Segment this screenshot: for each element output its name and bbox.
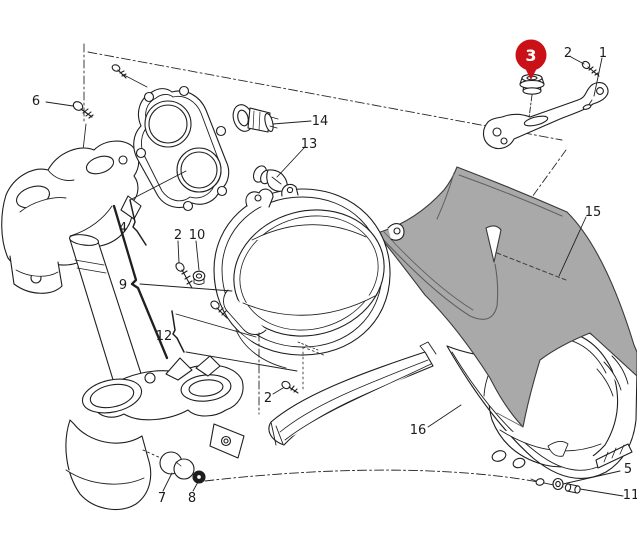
lower-axis-line xyxy=(204,469,564,488)
plate-top-screw xyxy=(111,64,148,88)
part-label-15[interactable]: 15 xyxy=(585,205,602,220)
dark-washer xyxy=(192,470,206,484)
part-label-6[interactable]: 6 xyxy=(32,94,40,109)
rubber-grommet xyxy=(519,73,545,119)
part-label-10[interactable]: 10 xyxy=(189,228,206,243)
cowl-nut xyxy=(564,483,581,494)
cowl-fastener-screw xyxy=(530,478,545,486)
headlight-nut xyxy=(192,270,206,285)
bracket-screw xyxy=(581,60,600,77)
mount-bracket-arm xyxy=(483,82,609,150)
leader-lines xyxy=(45,56,624,497)
rubber-pads xyxy=(159,451,195,480)
part-label-16[interactable]: 16 xyxy=(410,423,427,438)
screw-projection-dashes xyxy=(302,346,327,393)
headlight-side-screw xyxy=(210,300,228,319)
part-label-7[interactable]: 7 xyxy=(158,491,166,506)
plate-screw-holes xyxy=(135,85,228,212)
part-label-1[interactable]: 1 xyxy=(599,46,607,61)
part-label-4[interactable]: 4 xyxy=(119,221,127,236)
cowl-washer xyxy=(552,477,564,491)
badge-number: 3 xyxy=(525,46,536,65)
selected-part-badge[interactable]: 3 xyxy=(515,39,547,81)
lower-triple-clamp xyxy=(65,355,245,510)
group-brackets xyxy=(112,199,185,360)
part-label-11[interactable]: 11 xyxy=(623,488,637,503)
part-label-12[interactable]: 12 xyxy=(156,329,173,344)
headlight-mount-plate xyxy=(111,64,230,212)
part-label-2-bracket[interactable]: 2 xyxy=(564,46,572,61)
part-label-8[interactable]: 8 xyxy=(188,491,196,506)
steering-head-casting xyxy=(1,140,142,294)
steering-screw xyxy=(72,101,94,119)
main-bulb xyxy=(232,104,279,133)
part-label-5[interactable]: 5 xyxy=(624,462,632,477)
headlight-mount-ear xyxy=(245,183,405,241)
badge-circle xyxy=(515,39,547,71)
lower-screw xyxy=(281,380,299,394)
headlight-unit xyxy=(210,183,405,369)
part-label-14[interactable]: 14 xyxy=(312,114,329,129)
part-label-2-lower[interactable]: 2 xyxy=(264,391,272,406)
part-label-2-headlight[interactable]: 2 xyxy=(174,228,182,243)
headlight-trim xyxy=(268,341,437,446)
part-label-13[interactable]: 13 xyxy=(301,137,318,152)
headlight-screw xyxy=(175,262,193,289)
part-label-9[interactable]: 9 xyxy=(119,278,127,293)
